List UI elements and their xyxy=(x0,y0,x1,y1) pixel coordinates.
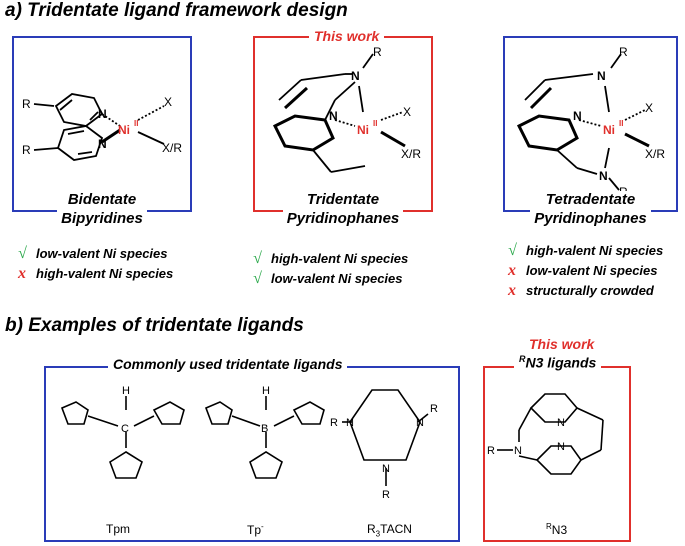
atom-c: C xyxy=(121,423,129,435)
cross-icon: x xyxy=(18,265,26,282)
atom-xr: X/R xyxy=(401,147,421,161)
ligand-label-rn3: RN3 xyxy=(546,522,568,537)
atom-n: N xyxy=(351,69,360,83)
ligand-label-tacn: R3TACN xyxy=(367,522,412,539)
common-ligands-structures: H C H B N N N R R R xyxy=(60,385,438,501)
atom-r: R xyxy=(373,45,382,59)
common-ligands-box: H C H B N N N R R R xyxy=(44,366,460,542)
rn3-ligands-box: N N N R xyxy=(483,366,631,542)
common-ligands-title: Commonly used tridentate ligands xyxy=(108,356,348,372)
atom-n: N xyxy=(557,417,565,429)
feature-item: √low-valent Ni species xyxy=(253,270,403,287)
atom-h: H xyxy=(262,385,270,397)
oxidation-state: II xyxy=(373,119,377,128)
atom-n: N xyxy=(416,417,424,429)
rn3-title: RN3 ligands xyxy=(514,354,602,371)
atom-n: N xyxy=(98,137,107,151)
atom-x: X xyxy=(164,95,172,109)
tridentate-pyridinophane-structure: N R N Ni II X X/R xyxy=(272,45,421,173)
cross-icon: x xyxy=(508,262,516,279)
atom-r: R xyxy=(22,143,31,157)
check-icon: √ xyxy=(253,250,262,267)
cross-icon: x xyxy=(508,282,516,299)
this-work-tag-b: This work xyxy=(529,336,595,352)
atom-n: N xyxy=(98,107,107,121)
ligand-label-tp: Tp- xyxy=(247,522,264,537)
oxidation-state: II xyxy=(134,119,138,128)
atom-n: N xyxy=(514,445,522,457)
tetradentate-pyridinophane-structure: N R N Ni II X X/R N R xyxy=(516,45,665,199)
atom-r: R xyxy=(330,417,338,429)
atom-r: R xyxy=(619,45,628,59)
atom-n: N xyxy=(599,169,608,183)
check-icon: √ xyxy=(508,242,517,259)
ligand-label-tpm: Tpm xyxy=(106,522,130,536)
panel-tridentate-box: N R N Ni II X X/R xyxy=(253,36,433,212)
panel-bipyridine-caption: Bidentate Bipyridines xyxy=(12,190,192,228)
atom-n: N xyxy=(346,417,354,429)
atom-ni: Ni xyxy=(118,123,130,137)
atom-b: B xyxy=(261,423,268,435)
atom-n: N xyxy=(573,109,582,123)
oxidation-state: II xyxy=(619,119,623,128)
atom-h: H xyxy=(122,385,130,397)
section-a-title: a) Tridentate ligand framework design xyxy=(5,0,348,21)
atom-ni: Ni xyxy=(603,123,615,137)
atom-x: X xyxy=(403,105,411,119)
section-b-title: b) Examples of tridentate ligands xyxy=(5,315,304,336)
atom-n: N xyxy=(597,69,606,83)
atom-xr: X/R xyxy=(162,141,182,155)
panel-tridentate-caption: Tridentate Pyridinophanes xyxy=(253,190,433,228)
check-icon: √ xyxy=(18,245,27,262)
feature-item: √high-valent Ni species xyxy=(508,242,664,259)
panel-tetradentate-box: N R N Ni II X X/R N R xyxy=(503,36,678,212)
atom-n: N xyxy=(557,441,565,453)
atom-x: X xyxy=(645,101,653,115)
feature-item: √high-valent Ni species xyxy=(253,250,409,267)
atom-r: R xyxy=(487,445,495,457)
atom-n: N xyxy=(382,463,390,475)
panel-tetradentate-caption: Tetradentate Pyridinophanes xyxy=(503,190,678,228)
atom-xr: X/R xyxy=(645,147,665,161)
atom-r: R xyxy=(430,403,438,415)
check-icon: √ xyxy=(253,270,262,287)
atom-r: R xyxy=(382,489,390,501)
bipyridine-ni-structure: N N Ni II X X/R R R xyxy=(22,93,182,161)
feature-item: √low-valent Ni species xyxy=(18,245,168,262)
rn3-ligand-structure: N N N R xyxy=(487,393,604,475)
this-work-tag: This work xyxy=(309,28,385,44)
atom-r: R xyxy=(22,97,31,111)
atom-n: N xyxy=(329,109,338,123)
atom-ni: Ni xyxy=(357,123,369,137)
panel-bipyridine-box: N N Ni II X X/R R R xyxy=(12,36,192,212)
